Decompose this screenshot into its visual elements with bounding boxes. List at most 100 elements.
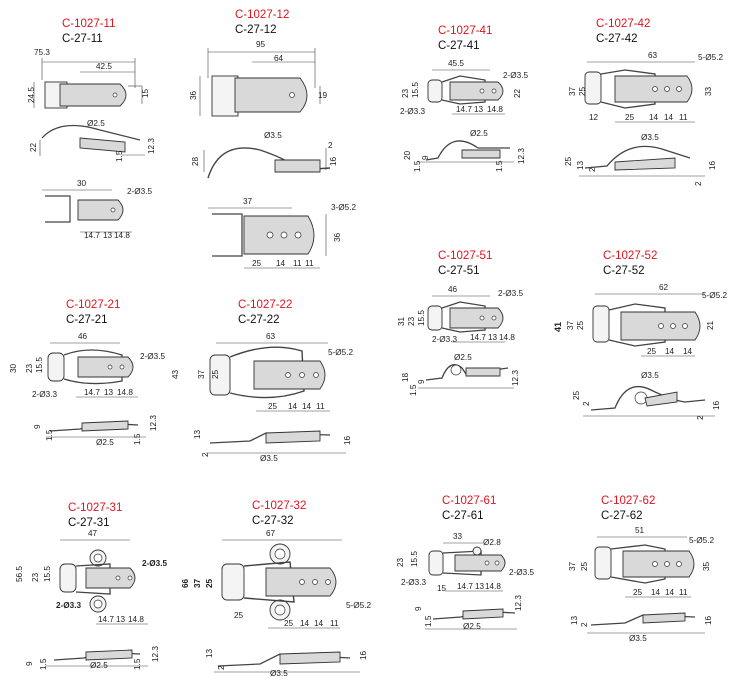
dimension-label: 14.7 [84,388,100,397]
product-c-1027-31: C-1027-31 C-27-31 47 2-Ø3.5 56.5 23 15.5… [0,498,185,698]
latch-drawing: 75.3 42.5 24.5 15 Ø2.5 22 1.5 12.3 30 2-… [27,48,156,240]
dimension-label: 23 [407,316,416,326]
product-code: C-1027-22 [238,299,293,311]
dimension-label: 51 [635,526,645,535]
dimension-label: 25 [234,611,244,620]
dimension-label: 46 [448,285,458,294]
dimension-label: 2-Ø3.5 [127,187,152,196]
dimension-label: 11 [293,259,302,268]
dimension-label: 47 [88,529,98,538]
product-c-1027-22: C-1027-22 C-27-22 63 5-Ø5.2 43 37 25 25 … [170,295,370,470]
product-subcode: C-27-12 [235,24,277,36]
dimension-label: 2-Ø3.3 [401,578,426,587]
dimension-label: 1.5 [39,658,48,670]
dimension-label: 43 [171,369,180,379]
dimension-label: 14.7 [457,582,473,591]
dimension-label: Ø3.5 [629,634,647,643]
dimension-label: 25 [625,113,635,122]
dimension-label: 36 [189,90,198,100]
dimension-label: 5-Ø5.2 [702,291,727,300]
dimension-label: 14.7 [456,105,472,114]
dimension-label: 25 [205,578,214,588]
dimension-label: 37 [197,369,206,379]
dimension-label: 14 [649,113,659,122]
dimension-label: 64 [274,54,284,63]
product-subcode: C-27-41 [438,40,480,52]
product-subcode: C-27-21 [66,314,108,326]
dimension-label: 25 [564,156,573,166]
dimension-label: 14.8 [117,388,133,397]
dimension-label: 5-Ø5.2 [698,53,723,62]
dimension-label: 23 [396,557,405,567]
dimension-label: 23 [401,88,410,98]
product-c-1027-41: C-1027-41 C-27-41 45.5 2-Ø3.5 23 15.5 22… [390,0,560,200]
latch-drawing: 62 5-Ø5.2 41 37 25 21 25 14 14 Ø3.5 25 2… [553,283,727,420]
dimension-label: Ø2.5 [454,353,472,362]
dimension-label: 35 [702,561,711,571]
dimension-label: 31 [397,316,406,326]
dimension-label: 63 [648,51,658,60]
dimension-label: 2 [580,622,589,627]
product-subcode: C-27-32 [252,515,294,527]
product-code: C-1027-21 [66,299,121,311]
dimension-label: 25 [578,86,587,96]
latch-drawing: 47 2-Ø3.5 56.5 23 15.5 2-Ø3.3 14.7 13 14… [15,529,167,670]
dimension-label: Ø2.5 [90,661,108,670]
dimension-label: 15.5 [410,551,419,567]
dimension-label: 25 [580,561,589,571]
dimension-label: 2 [217,665,226,670]
dimension-label: 3-Ø5.2 [331,203,356,212]
dimension-label: 67 [266,529,276,538]
product-code: C-1027-51 [438,250,493,262]
dimension-label: 16 [704,615,713,625]
dimension-label: 37 [566,320,575,330]
dimension-label: 14 [314,619,324,628]
dimension-label: 2-Ø3.5 [503,71,528,80]
dimension-label: 14.8 [114,231,130,240]
dimension-label: 2-Ø3.5 [140,352,165,361]
dimension-label: 2-Ø3.3 [432,335,457,344]
dimension-label: 14.7 [84,231,100,240]
dimension-label: 63 [266,332,276,341]
dimension-label: 14 [665,347,675,356]
dimension-label: 2-Ø3.5 [509,568,534,577]
product-c-1027-61: C-1027-61 C-27-61 33 Ø2.8 2-Ø3.5 23 15.5… [385,495,560,665]
dimension-label: 16 [329,156,338,166]
dimension-label: 37 [193,578,202,588]
dimension-label: 9 [421,155,430,160]
product-code: C-1027-52 [603,250,658,262]
product-subcode: C-27-51 [438,265,480,277]
dimension-label: 12.3 [147,138,156,154]
dimension-label: 9 [417,379,426,384]
dimension-label: 22 [29,142,38,152]
dimension-label: 1.5 [495,160,504,172]
dimension-label: 5-Ø5.2 [328,348,353,357]
dimension-label: 11 [305,259,314,268]
dimension-label: 13 [205,648,214,658]
dimension-label: 45.5 [448,59,464,68]
dimension-label: 25 [252,259,262,268]
dimension-label: Ø2.5 [463,622,481,631]
dimension-label: 14 [288,402,298,411]
product-subcode: C-27-22 [238,314,280,326]
dimension-label: 13 [488,333,498,342]
product-c-1027-11: C-1027-11 C-27-11 75.3 42.5 24.5 15 Ø2.5… [0,0,185,250]
dimension-label: 14.7 [98,615,114,624]
product-c-1027-62: C-1027-62 C-27-62 51 5-Ø5.2 37 25 35 25 … [555,495,750,665]
product-c-1027-12: C-1027-12 C-27-12 95 64 36 19 Ø3.5 28 2 … [180,0,380,280]
product-c-1027-42: C-1027-42 C-27-42 63 5-Ø5.2 37 25 33 12 … [555,0,750,200]
dimension-label: Ø2.5 [87,119,105,128]
dimension-label: 2 [201,452,210,457]
dimension-label: 11 [330,619,339,628]
latch-drawing: 63 5-Ø5.2 43 37 25 25 14 14 11 13 2 Ø3.5… [171,332,353,463]
dimension-label: 9 [25,661,34,666]
dimension-label: 46 [78,332,88,341]
dimension-label: 75.3 [34,48,50,57]
dimension-label: 14.8 [499,333,515,342]
dimension-label: 30 [9,363,18,373]
dimension-label: 16 [708,160,717,170]
dimension-label: 1.5 [115,150,124,162]
dimension-label: 16 [359,650,368,660]
dimension-label: 25 [572,390,581,400]
dimension-label: 18 [401,372,410,382]
